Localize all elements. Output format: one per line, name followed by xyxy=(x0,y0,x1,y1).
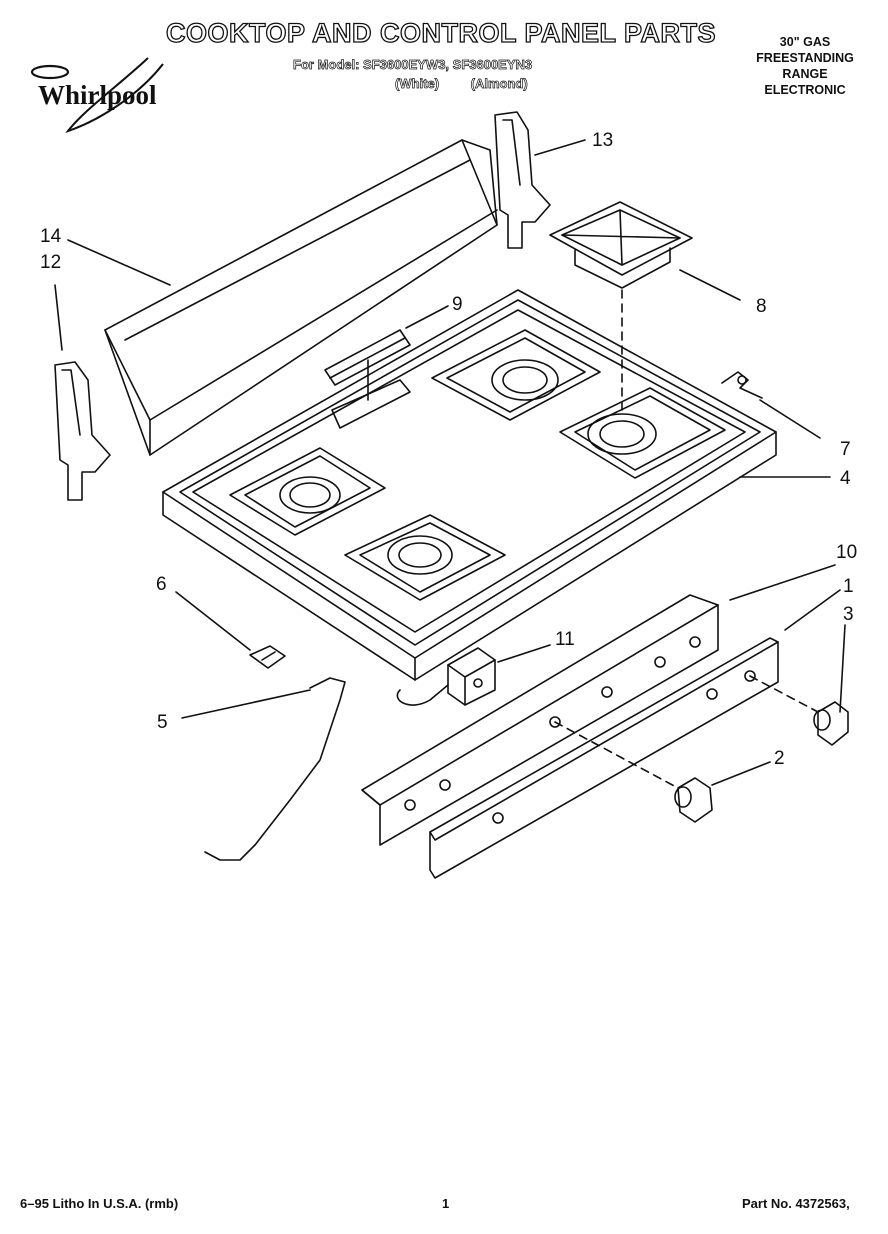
callout-leaders xyxy=(54,139,846,786)
control-panel xyxy=(429,637,779,879)
callout-12: 12 xyxy=(40,252,61,273)
ignitor-module xyxy=(396,647,496,706)
callout-7: 7 xyxy=(840,439,851,460)
callout-4: 4 xyxy=(840,468,851,489)
callout-14: 14 xyxy=(40,226,62,247)
spec-line: RANGE xyxy=(782,67,828,81)
burner-pan-right-front xyxy=(559,387,726,479)
spec-line: ELECTRONIC xyxy=(764,83,846,97)
callout-10: 10 xyxy=(836,542,857,563)
footer-litho: 6–95 Litho In U.S.A. (rmb) xyxy=(20,1196,179,1211)
burner-pan-left-rear xyxy=(229,447,386,536)
svg-text:Whirlpool: Whirlpool xyxy=(38,80,157,110)
burner-pan-right-rear xyxy=(431,329,601,421)
model-colors: (White) (Almond) xyxy=(395,76,528,92)
spec-line: FREESTANDING xyxy=(756,51,854,65)
page-title: COOKTOP AND CONTROL PANEL PARTS xyxy=(165,17,717,48)
part-number: Part No. 4372563, xyxy=(742,1196,850,1211)
end-cap-right xyxy=(494,111,551,249)
burner-pan-left-front xyxy=(344,514,506,601)
callout-9: 9 xyxy=(452,294,463,315)
product-spec: 30" GAS FREESTANDING RANGE ELECTRONIC xyxy=(735,34,875,98)
callout-3: 3 xyxy=(843,604,854,625)
wire-rod xyxy=(204,677,346,861)
callout-13: 13 xyxy=(592,130,613,151)
callout-6: 6 xyxy=(156,574,167,595)
callout-11: 11 xyxy=(555,629,575,650)
rear-vent-trim xyxy=(104,139,498,456)
whirlpool-logo: Whirlpool xyxy=(30,57,164,133)
callout-2: 2 xyxy=(774,748,785,769)
mounting-bracket xyxy=(249,645,286,669)
knob-right xyxy=(749,675,849,746)
callout-1: 1 xyxy=(843,576,854,597)
knob-front xyxy=(554,721,713,823)
page-number: 1 xyxy=(442,1196,450,1211)
callout-5: 5 xyxy=(157,712,168,733)
burner-grate xyxy=(549,201,693,411)
model-numbers: For Model: SF3600EYW3, SF3600EYN3 xyxy=(293,57,533,73)
control-bracket xyxy=(361,594,719,846)
spring-clip xyxy=(721,371,763,399)
callout-8: 8 xyxy=(756,296,767,317)
end-cap-left xyxy=(54,361,111,501)
vent-deflector xyxy=(324,329,411,429)
spec-line: 30" GAS xyxy=(779,35,831,49)
